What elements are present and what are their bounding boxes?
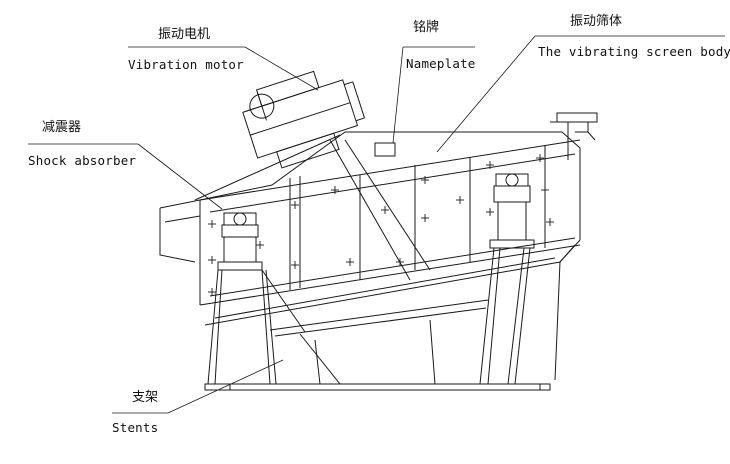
screen-body-label-cn: 振动筛体 xyxy=(570,14,623,29)
nameplate-label-en: Nameplate xyxy=(406,56,476,71)
bolt-marks xyxy=(208,154,554,296)
shock-absorber-label-en: Shock absorber xyxy=(28,153,137,168)
stents-label-en: Stents xyxy=(112,420,159,435)
shock-absorber-label-cn: 减震器 xyxy=(42,120,82,135)
vibration-motor-label-en: Vibration motor xyxy=(128,57,244,72)
nameplate-label-cn: 铭牌 xyxy=(413,20,440,35)
shock-absorber-left xyxy=(217,212,263,271)
vibration-motor-label-cn: 振动电机 xyxy=(158,27,211,42)
vibration-motor xyxy=(242,70,366,169)
stents-label-cn: 支架 xyxy=(132,390,159,405)
shock-absorber-right xyxy=(489,173,535,249)
leader-lines xyxy=(28,35,725,414)
support-frame xyxy=(204,247,551,391)
screen-body-label-en: The vibrating screen body xyxy=(538,44,730,59)
nameplate-plate xyxy=(374,142,396,157)
screen-body xyxy=(159,112,598,381)
